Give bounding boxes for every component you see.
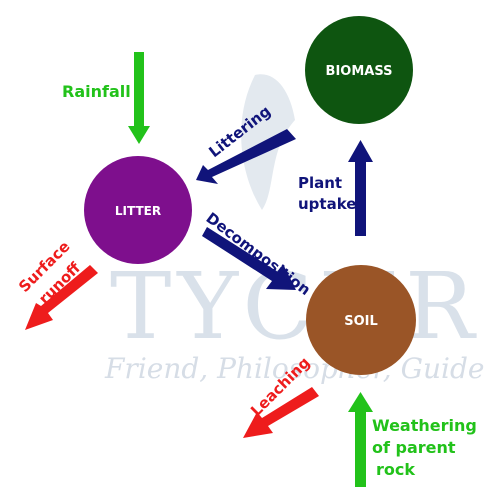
soil-label: SOIL xyxy=(344,314,378,329)
weathering-arrow xyxy=(348,392,373,487)
soil-node xyxy=(306,265,416,375)
plant-uptake-arrow xyxy=(348,140,373,236)
litter-node xyxy=(84,156,192,264)
biomass-label: BIOMASS xyxy=(326,64,393,79)
litter-label: LITTER xyxy=(115,204,161,218)
plant-uptake-label-line2: uptake xyxy=(298,195,356,213)
biomass-node xyxy=(305,16,413,124)
watermark-title: TYCHR xyxy=(110,253,480,360)
littering-arrow xyxy=(196,129,296,184)
rainfall-label: Rainfall xyxy=(62,82,131,101)
plant-uptake-label-line1: Plant xyxy=(298,174,342,192)
leaching-arrow xyxy=(243,387,319,438)
surface-runoff-arrow xyxy=(25,265,98,330)
weathering-label-line1: Weathering xyxy=(372,416,477,435)
decomposition-arrow xyxy=(202,227,296,290)
rainfall-arrow xyxy=(128,52,150,144)
weathering-label-line3: rock xyxy=(376,460,415,479)
weathering-label-line2: of parent xyxy=(372,438,456,457)
watermark-tagline: Friend, Philosopher, Guide xyxy=(104,352,484,385)
